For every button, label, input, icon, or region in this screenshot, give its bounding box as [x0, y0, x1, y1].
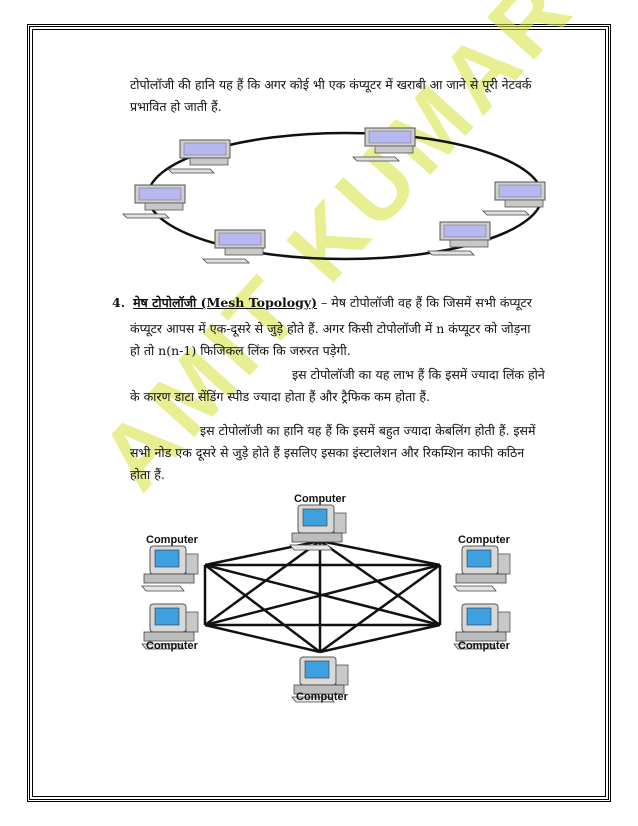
mesh-link — [319, 539, 441, 567]
page-border — [27, 24, 611, 802]
text-line: इस टोपोलॉजी का हानि यह हैं कि इसमें बहुत… — [200, 423, 536, 438]
mesh-computer-icon — [141, 545, 199, 592]
computer-label-bottom: Computer — [296, 691, 349, 703]
computer-label-bottom-right: Computer — [458, 640, 511, 652]
section-title: मेष टोपोलॉजी (Mesh Topology) — [133, 295, 318, 310]
mesh-link — [204, 563, 441, 627]
computer-label-top-right: Computer — [458, 534, 511, 546]
mesh-computer-icon — [141, 603, 199, 650]
ring-computer-icon — [352, 127, 416, 162]
computer-label-top: Computer — [294, 493, 347, 505]
mesh-definition-text: कंप्यूटर आपस में एक-दूसरे से जुड़े होते … — [130, 318, 530, 362]
ring-disadvantage-text: टोपोलॉजी की हानि यह हैं कि अगर कोई भी एक… — [130, 74, 531, 118]
mesh-link — [319, 539, 441, 627]
mesh-disadvantage-text: इस टोपोलॉजी का हानि यह हैं कि इसमें बहुत… — [130, 420, 535, 486]
text-line: होता हैं. — [130, 467, 165, 482]
mesh-link — [204, 539, 321, 627]
mesh-link — [204, 623, 321, 654]
mesh-link — [319, 623, 441, 654]
text-line: सभी नोड एक दूसरे से जुड़े होते हैं इसलिए… — [130, 445, 525, 460]
ring-computer-icon — [202, 229, 266, 264]
mesh-computer-icon — [289, 504, 347, 551]
computer-label-bottom-left: Computer — [146, 640, 199, 652]
item-number: 4. — [112, 295, 126, 310]
mesh-link — [319, 563, 441, 654]
heading-text: – मेष टोपोलॉजी वह हैं कि जिसमें सभी कंप्… — [317, 295, 532, 310]
mesh-computer-icon — [291, 656, 349, 703]
text-line: के कारण डाटा सेंडिंग स्पीड ज्यादा होता ह… — [130, 389, 431, 404]
text-line: हो तो n(n-1) फिजिकल लिंक कि जरुरत पड़ेगी… — [130, 343, 351, 358]
mesh-topology-heading: 4. मेष टोपोलॉजी (Mesh Topology) – मेष टोप… — [112, 292, 532, 314]
text-line: प्रभावित हो जाती हैं. — [130, 99, 222, 114]
text-line: इस टोपोलॉजी का यह लाभ हैं कि इसमें ज्याद… — [292, 367, 545, 382]
mesh-computer-icon — [453, 545, 511, 592]
ring-computer-icon — [122, 184, 186, 219]
mesh-link — [204, 564, 321, 653]
text-line: टोपोलॉजी की हानि यह हैं कि अगर कोई भी एक… — [130, 77, 532, 92]
text-line: कंप्यूटर आपस में एक-दूसरे से जुड़े होते … — [130, 321, 531, 336]
computer-label-top-left: Computer — [146, 534, 199, 546]
mesh-advantage-text: इस टोपोलॉजी का यह लाभ हैं कि इसमें ज्याद… — [130, 364, 545, 408]
mesh-computer-icon — [453, 603, 511, 650]
ring-computer-icon — [427, 221, 491, 256]
ring-computer-icon — [482, 181, 546, 216]
ring-computer-icon — [167, 139, 231, 174]
